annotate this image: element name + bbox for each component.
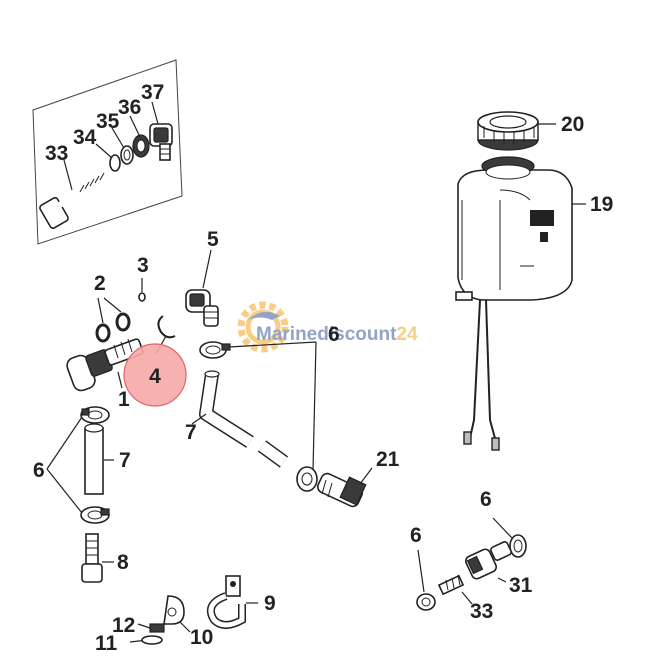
part-19-tank [455,156,586,301]
part-10-clip [163,595,191,633]
callout-35: 35 [96,110,120,133]
callout-9: 9 [264,592,276,615]
part-8-nipple [81,533,114,583]
part-6-clamp-upper [199,341,231,359]
callout-20: 20 [561,113,584,136]
svg-text:Marinediscount24: Marinediscount24 [256,324,418,345]
part-36-nut [132,134,150,158]
part-37-elbow [149,123,173,161]
part-33-barb [437,574,473,605]
watermark-brand-2: discount [317,324,397,345]
callout-6-right-left: 6 [410,524,422,547]
callout-11: 11 [95,632,118,655]
callout-6-left: 6 [33,459,45,482]
part-6-clamp-left-top [80,406,110,424]
callout-10: 10 [190,626,213,649]
callout-8: 8 [117,551,129,574]
part-31-connector [464,541,512,583]
part-2-o-rings [95,297,131,343]
callout-37: 37 [141,81,164,104]
inset-frame [32,59,183,245]
callout-3: 3 [137,254,149,277]
part-3-small-ring [138,278,146,302]
callout-labels: 1 2 3 5 6 6 6 6 7 7 8 9 10 11 12 19 20 2… [33,81,613,655]
callout-7-upper: 7 [185,421,197,444]
part-21-connector [317,467,373,508]
part-34-washer [109,154,121,172]
callout-21: 21 [376,448,400,471]
part-1-fitting [66,338,144,392]
part-6-clamp-lower [296,466,318,492]
highlight-circle [123,343,187,407]
callout-36: 36 [118,96,141,119]
callout-31: 31 [509,574,533,597]
watermark-brand-1: Marine [256,324,317,345]
part-33-inset-bolt [39,172,110,229]
part-6-clamp-left-bottom [80,506,110,524]
callout-4: 4 [149,365,161,388]
inset-assembly [32,59,183,245]
part-7-hose-segment [257,440,289,468]
callout-12: 12 [112,614,135,637]
callout-34: 34 [73,126,97,149]
part-20-cap [477,111,556,151]
watermark: Marinediscount24 [237,301,418,353]
callout-33-inset: 33 [45,142,68,165]
callout-5: 5 [207,228,219,251]
part-5-elbow [185,249,219,327]
part-11-12-screws [129,623,165,645]
watermark-brand-3: 24 [396,324,418,345]
part-7-hose-straight [84,423,114,495]
callout-6-top: 6 [328,323,340,346]
part-4-clip [157,315,176,339]
part-9-bracket [207,575,258,629]
part-7-hose-bent [191,370,254,448]
callout-33-right: 33 [470,600,493,623]
callout-19: 19 [590,193,613,216]
gear-logo-icon [237,301,289,353]
part-6-clamp-right-bottom [416,549,436,611]
callout-7-lower: 7 [119,449,131,472]
callout-6-right-top: 6 [480,488,492,511]
highlight-callout-4: 4 [123,335,187,407]
callout-2: 2 [94,272,106,295]
callout-1: 1 [118,388,130,411]
part-19-sensor-wires [463,299,500,451]
part-6-clamp-right-top [492,517,527,558]
